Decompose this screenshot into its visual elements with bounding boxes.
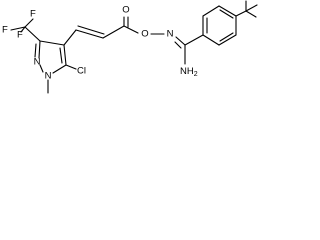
atom-n-pyrazole-1: N: [45, 71, 52, 82]
bond-tbu-me-2: [245, 4, 258, 12]
atom-o-ester: O: [141, 29, 148, 40]
bond-pyr-n2-c3-double: [34, 43, 37, 58]
atom-f-top: F: [30, 9, 36, 20]
atom-cl: Cl: [77, 66, 86, 77]
atom-n-amine-h-count: 2: [194, 71, 198, 78]
atom-o-carbonyl: O: [122, 5, 129, 16]
bond-n-c-amidine: [175, 36, 186, 46]
bond-n-c-amidine-double: [174, 41, 182, 49]
bonds: [10, 0, 258, 94]
bond-c4-vinyl: [63, 29, 77, 46]
bond-ph-inner-b: [219, 9, 234, 19]
bond-cf3-ring: [24, 26, 41, 42]
bond-pyr-n2-c3: [38, 40, 41, 59]
bond-tbu-me-3: [245, 10, 257, 18]
bond-cf3-f-mid: [20, 26, 26, 33]
bond-ph-inner-c: [219, 32, 234, 42]
bond-carbonyl-o-ester: [123, 25, 139, 34]
bond-pyr-c3-c4: [39, 40, 65, 46]
bond-pyr-c5-n1: [52, 64, 67, 74]
atom-n-amine-symbol: NH: [180, 66, 194, 77]
bond-vinyl-carbonyl: [102, 25, 125, 39]
chemical-structure: F F F O O N N N Cl NH2: [2, 0, 258, 94]
bond-vinyl-cc: [75, 29, 104, 39]
bond-ph-tbu: [235, 10, 247, 17]
bond-cf3-f-left: [10, 26, 26, 31]
bond-amidine-phenyl: [184, 34, 204, 46]
bond-ph-3-4: [218, 5, 237, 17]
atom-f-mid: F: [17, 30, 23, 41]
bond-ph-6-1: [202, 34, 220, 46]
atom-n-oxime: N: [167, 29, 174, 40]
atom-n-amine: NH2: [180, 66, 198, 78]
bond-pyr-c4-c5: [63, 44, 67, 66]
bond-pyr-n1-n2: [39, 64, 44, 73]
bond-pyr-c4-c5-double: [59, 47, 63, 64]
bond-ph-5-6: [218, 34, 237, 46]
bond-c5-cl: [65, 64, 77, 70]
atom-n-pyrazole-2: N: [34, 57, 41, 68]
bond-vinyl-cc-double: [77, 25, 105, 35]
bond-ph-2-3: [202, 5, 220, 17]
atom-labels: F F F O O N N N Cl NH2: [2, 5, 198, 82]
atom-f-left: F: [2, 25, 8, 36]
bond-cf3-f-top: [24, 18, 34, 28]
